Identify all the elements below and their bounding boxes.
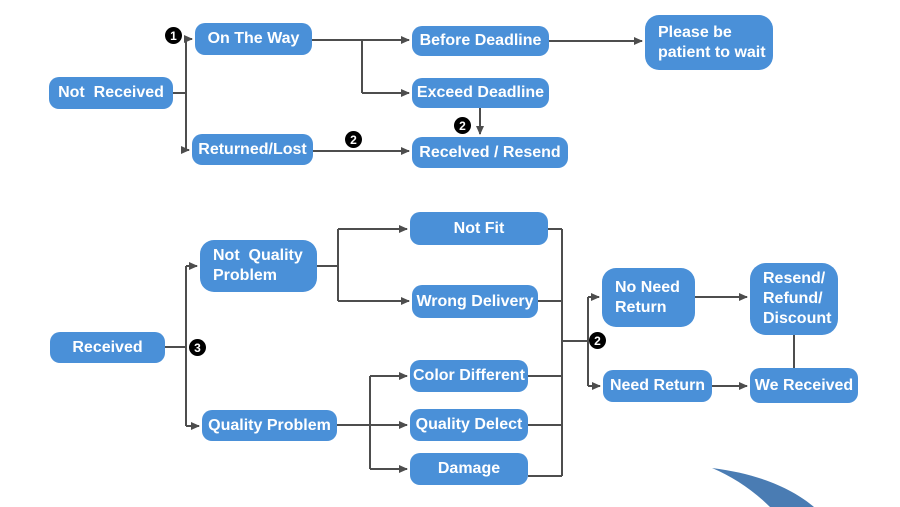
node-resend-refund-discount: Resend/ Refund/ Discount	[750, 263, 838, 335]
step-marker-2-exceed: 2	[454, 117, 471, 134]
node-received: Received	[50, 332, 165, 363]
node-not-quality-problem: Not Quality Problem	[200, 240, 317, 292]
node-on-the-way: On The Way	[195, 23, 312, 55]
node-no-need-return: No Need Return	[602, 268, 695, 327]
node-need-return: Need Return	[603, 370, 712, 402]
node-quality-delect: Quality Delect	[410, 409, 528, 441]
node-recelved-resend: Recelved / Resend	[412, 137, 568, 168]
node-please-be-patient-to-wait: Please be patient to wait	[645, 15, 773, 70]
node-wrong-delivery: Wrong Delivery	[412, 285, 538, 318]
node-exceed-deadline: Exceed Deadline	[412, 78, 549, 108]
node-damage: Damage	[410, 453, 528, 485]
step-marker-2-return: 2	[589, 332, 606, 349]
node-color-different: Color Different	[410, 360, 528, 392]
step-marker-1: 1	[165, 27, 182, 44]
step-marker-2-returned: 2	[345, 131, 362, 148]
node-quality-problem: Quality Problem	[202, 410, 337, 441]
swoosh-decoration	[712, 468, 814, 507]
node-before-deadline: Before Deadline	[412, 26, 549, 56]
node-not-fit: Not Fit	[410, 212, 548, 245]
step-marker-3: 3	[189, 339, 206, 356]
node-returned-lost: Returned/Lost	[192, 134, 313, 165]
node-we-received: We Received	[750, 368, 858, 403]
node-not-received: Not Received	[49, 77, 173, 109]
